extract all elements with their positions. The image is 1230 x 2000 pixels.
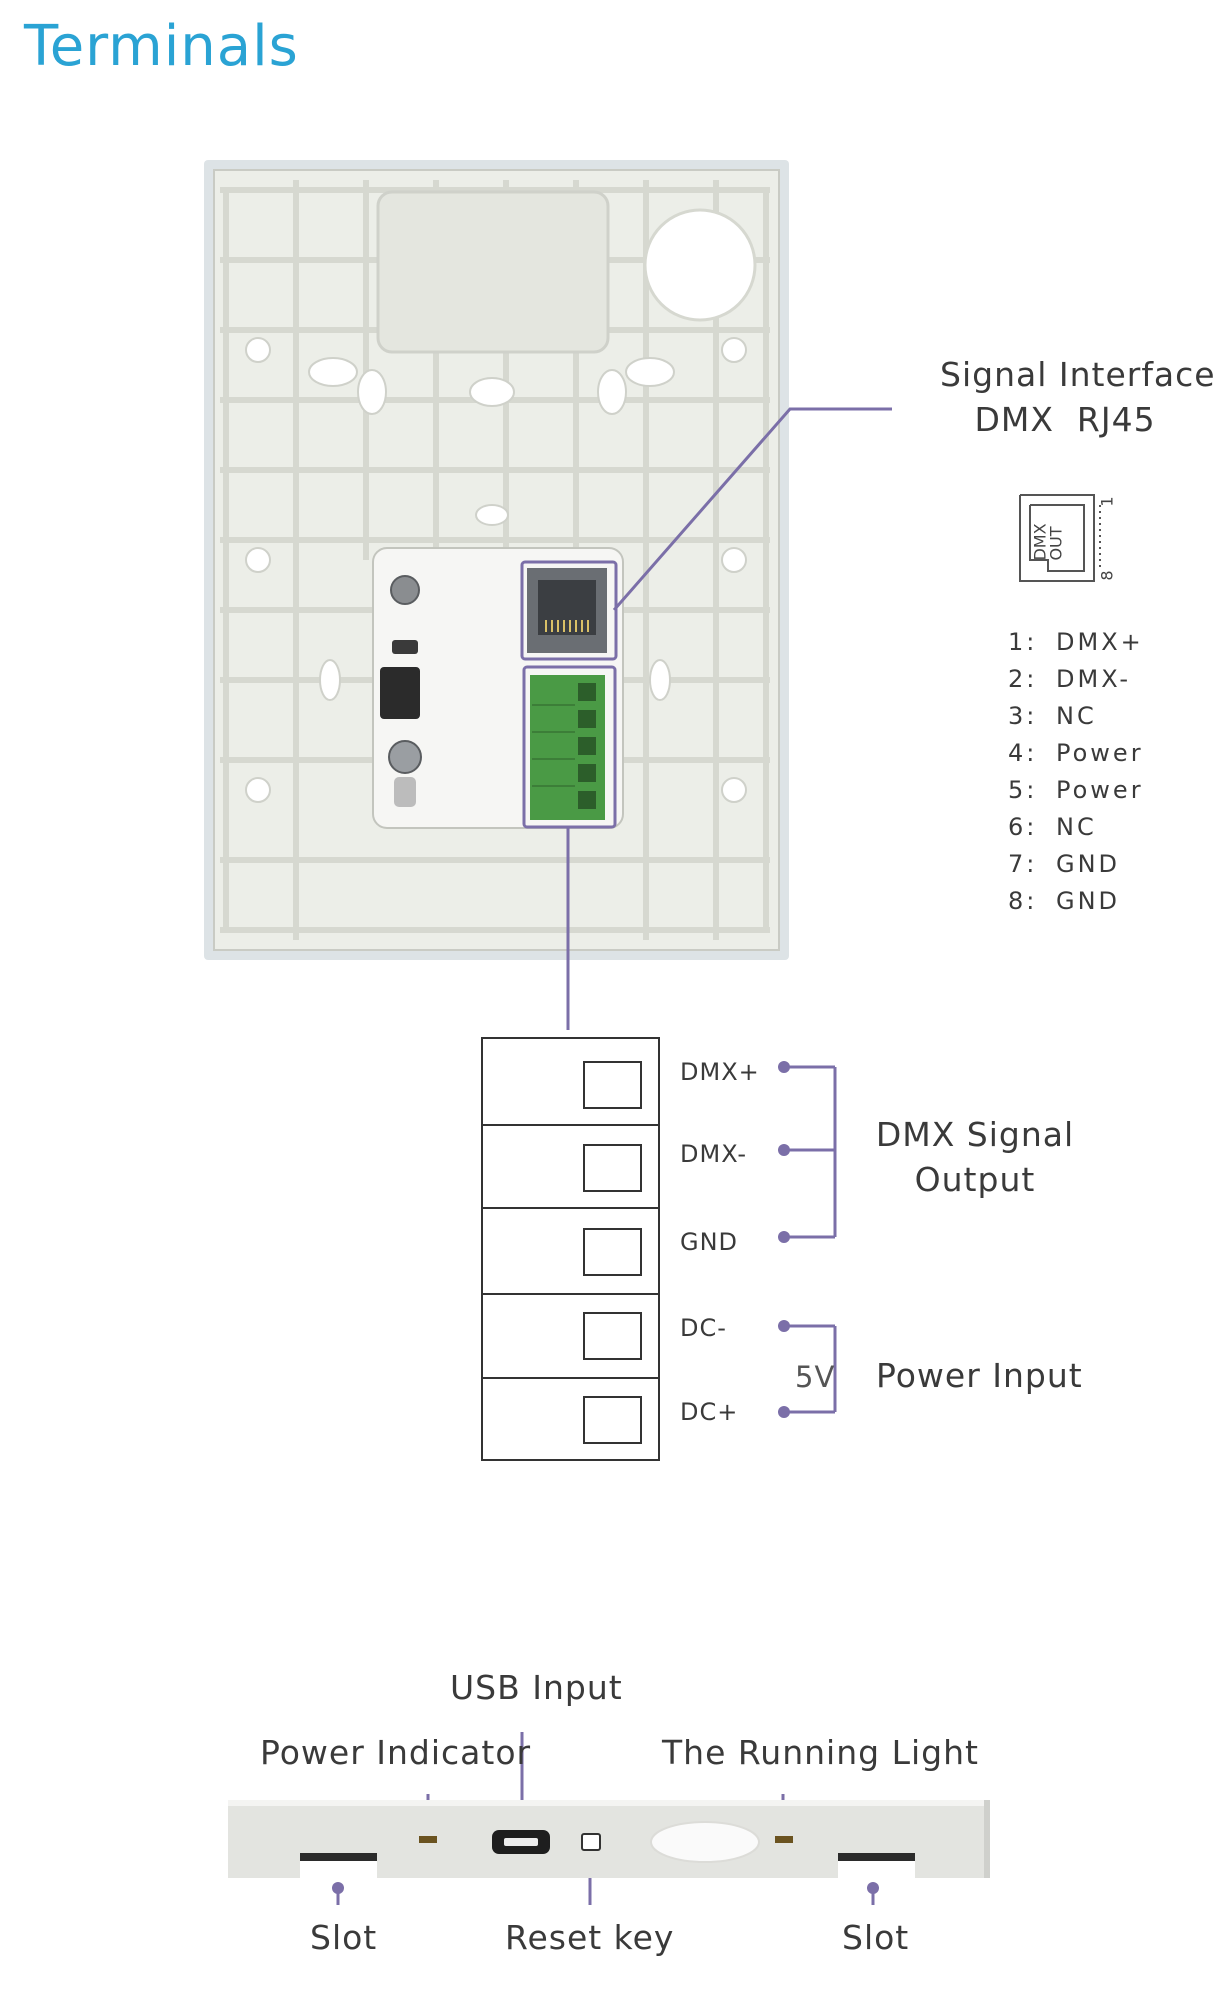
bottom-device-view bbox=[228, 1800, 990, 1878]
terminal-label-dmx-minus: DMX- bbox=[680, 1140, 748, 1168]
terminal-label-dc-minus: DC- bbox=[680, 1314, 727, 1342]
pinout-item: 4: Power bbox=[1008, 739, 1144, 776]
terminal-block-schematic bbox=[481, 1037, 660, 1461]
pin-number: 3: bbox=[1008, 702, 1038, 730]
page-title: Terminals bbox=[24, 14, 299, 79]
rj45-text-out: OUT bbox=[1046, 526, 1066, 561]
pinout-item: 7: GND bbox=[1008, 850, 1144, 887]
slot-left-label: Slot bbox=[310, 1918, 378, 1957]
terminal-label-dc-plus: DC+ bbox=[680, 1398, 739, 1426]
pin-name: NC bbox=[1056, 702, 1097, 730]
terminal-label-dmx-plus: DMX+ bbox=[680, 1058, 760, 1086]
dmx-signal-output-label: DMX Signal Output bbox=[865, 1115, 1085, 1199]
pin-number: 1: bbox=[1008, 628, 1038, 656]
pin-name: GND bbox=[1056, 850, 1121, 878]
pin-number: 2: bbox=[1008, 665, 1038, 693]
signal-interface-label: Signal Interface DMX RJ45 bbox=[940, 355, 1216, 439]
rj45-pin-first: 1 bbox=[1097, 496, 1117, 507]
pinout-item: 8: GND bbox=[1008, 887, 1144, 924]
rj45-pin-last: 8 bbox=[1097, 570, 1117, 581]
pin-number: 5: bbox=[1008, 776, 1038, 804]
pinout-list: 1: DMX+ 2: DMX- 3: NC 4: Power 5: Power … bbox=[1008, 628, 1144, 924]
slot-right-label: Slot bbox=[842, 1918, 910, 1957]
pin-number: 4: bbox=[1008, 739, 1038, 767]
back-panel bbox=[204, 160, 789, 960]
pin-name: Power bbox=[1056, 739, 1144, 767]
pin-name: NC bbox=[1056, 813, 1097, 841]
rj45-icon-label: DMX OUT bbox=[1031, 508, 1084, 568]
pin-name: GND bbox=[1056, 887, 1121, 915]
terminal-label-gnd: GND bbox=[680, 1228, 739, 1256]
pinout-item: 1: DMX+ bbox=[1008, 628, 1144, 665]
power-input-label: Power Input bbox=[876, 1356, 1083, 1395]
running-light-label: The Running Light bbox=[662, 1733, 979, 1772]
signal-interface-line2: DMX RJ45 bbox=[974, 400, 1156, 439]
pinout-item: 6: NC bbox=[1008, 813, 1144, 850]
pin-name: DMX+ bbox=[1056, 628, 1144, 656]
signal-interface-line1: Signal Interface bbox=[940, 355, 1216, 394]
dmx-signal-output-line1: DMX Signal bbox=[875, 1115, 1075, 1154]
dmx-signal-output-line2: Output bbox=[914, 1160, 1036, 1199]
reset-key-label: Reset key bbox=[505, 1918, 675, 1957]
pin-number: 7: bbox=[1008, 850, 1038, 878]
rj45-icon bbox=[1019, 494, 1101, 582]
pin-name: DMX- bbox=[1056, 665, 1132, 693]
pin-number: 6: bbox=[1008, 813, 1038, 841]
pinout-item: 3: NC bbox=[1008, 702, 1144, 739]
pinout-item: 2: DMX- bbox=[1008, 665, 1144, 702]
voltage-label: 5V bbox=[795, 1360, 836, 1394]
pin-name: Power bbox=[1056, 776, 1144, 804]
pin-number: 8: bbox=[1008, 887, 1038, 915]
pinout-item: 5: Power bbox=[1008, 776, 1144, 813]
usb-input-label: USB Input bbox=[450, 1668, 623, 1707]
power-indicator-label: Power Indicator bbox=[260, 1733, 532, 1772]
